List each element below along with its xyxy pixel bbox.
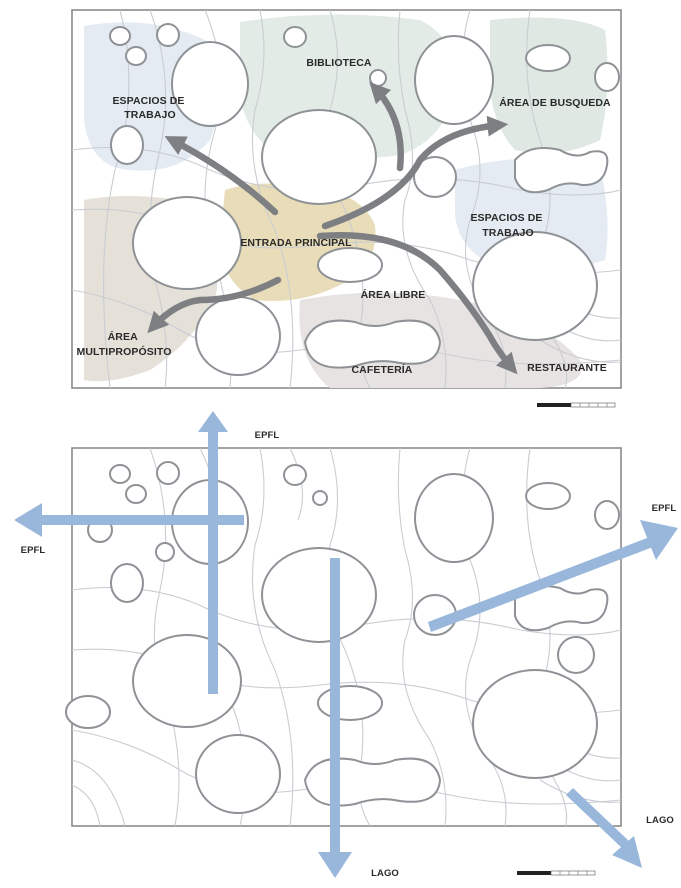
label-espacios-trabajo-2: ESPACIOS DE TRABAJO [470,212,545,239]
label-lago-bottom: LAGO [371,868,399,879]
label-epfl-right: EPFL [652,503,677,514]
scale-bar-icon [537,402,616,408]
axis-arrow-right [428,520,678,632]
axis-arrow-left [14,503,244,537]
axis-arrows [14,411,678,878]
label-espacios-trabajo-1: ESPACIOS DE TRABAJO [112,95,187,121]
label-restaurante: RESTAURANTE [527,362,607,374]
label-area-busqueda: ÁREA DE BUSQUEDA [499,96,611,109]
flow-arrows [147,81,518,375]
label-biblioteca: BIBLIOTECA [306,57,371,69]
arrow-to-biblioteca [369,81,404,172]
bottom-plan: EPFL EPFL EPFL LAGO LAGO [14,411,678,879]
top-blobs [109,23,620,376]
arrow-to-espacios-trabajo [164,136,279,216]
label-cafeteria: CAFETERÍA [352,363,413,376]
axis-arrow-lago-right [566,788,642,868]
arrow-to-area-multiproposito [147,276,282,334]
top-plan: ESPACIOS DE TRABAJO BIBLIOTECA ÁREA DE B… [71,9,622,408]
zone-green-right [489,17,608,154]
axis-arrow-up [198,411,228,694]
arrow-to-area-busqueda [321,115,509,230]
top-labels: ESPACIOS DE TRABAJO BIBLIOTECA ÁREA DE B… [77,57,611,376]
label-lago-right: LAGO [646,815,674,826]
label-epfl-left: EPFL [21,545,46,556]
label-area-multiproposito: ÁREA MULTIPROPÓSITO [77,330,172,358]
label-entrada-principal: ENTRADA PRINCIPAL [240,237,352,249]
label-area-libre: ÁREA LIBRE [361,288,426,301]
bottom-labels: EPFL EPFL EPFL LAGO LAGO [21,430,677,879]
label-epfl-top: EPFL [255,430,280,441]
scale-bar-icon [517,870,596,876]
axis-arrow-down [318,558,352,878]
arrow-to-restaurante [316,232,518,375]
